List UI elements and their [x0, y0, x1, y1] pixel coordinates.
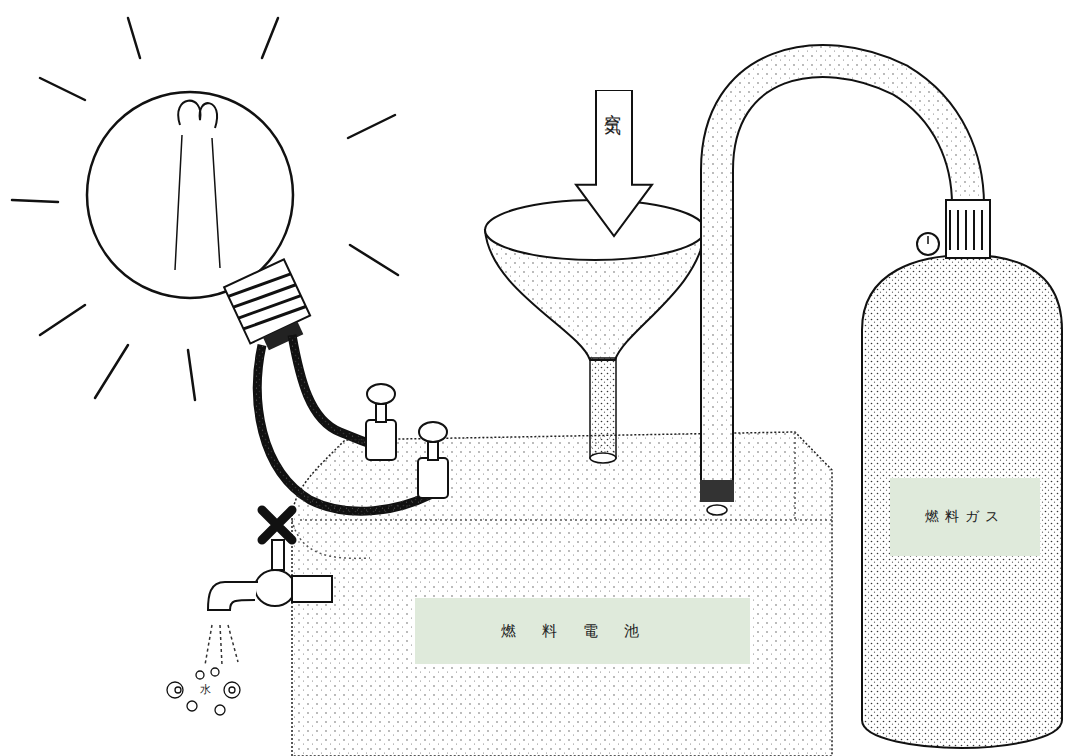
arrow-label: 空気 [603, 100, 626, 112]
panel-label: 燃料ガス [925, 508, 1005, 526]
light-bulb [87, 92, 316, 356]
air-funnel [485, 200, 705, 463]
water-label: 水 [190, 682, 220, 697]
fuel-cell-body [292, 432, 832, 756]
light-rays [12, 18, 398, 400]
label-panel: 燃料電池 [415, 598, 750, 664]
panel-label: 燃料電池 [501, 622, 665, 641]
water-faucet [205, 510, 332, 665]
gas-cylinder [862, 200, 1062, 748]
arrow-shape [576, 90, 652, 236]
water-drops [167, 668, 240, 715]
arrow-outline [574, 90, 654, 238]
air-arrow: 空気 [574, 90, 654, 238]
label-panel: 燃料ガス [890, 478, 1040, 556]
terminal-posts [366, 384, 448, 498]
